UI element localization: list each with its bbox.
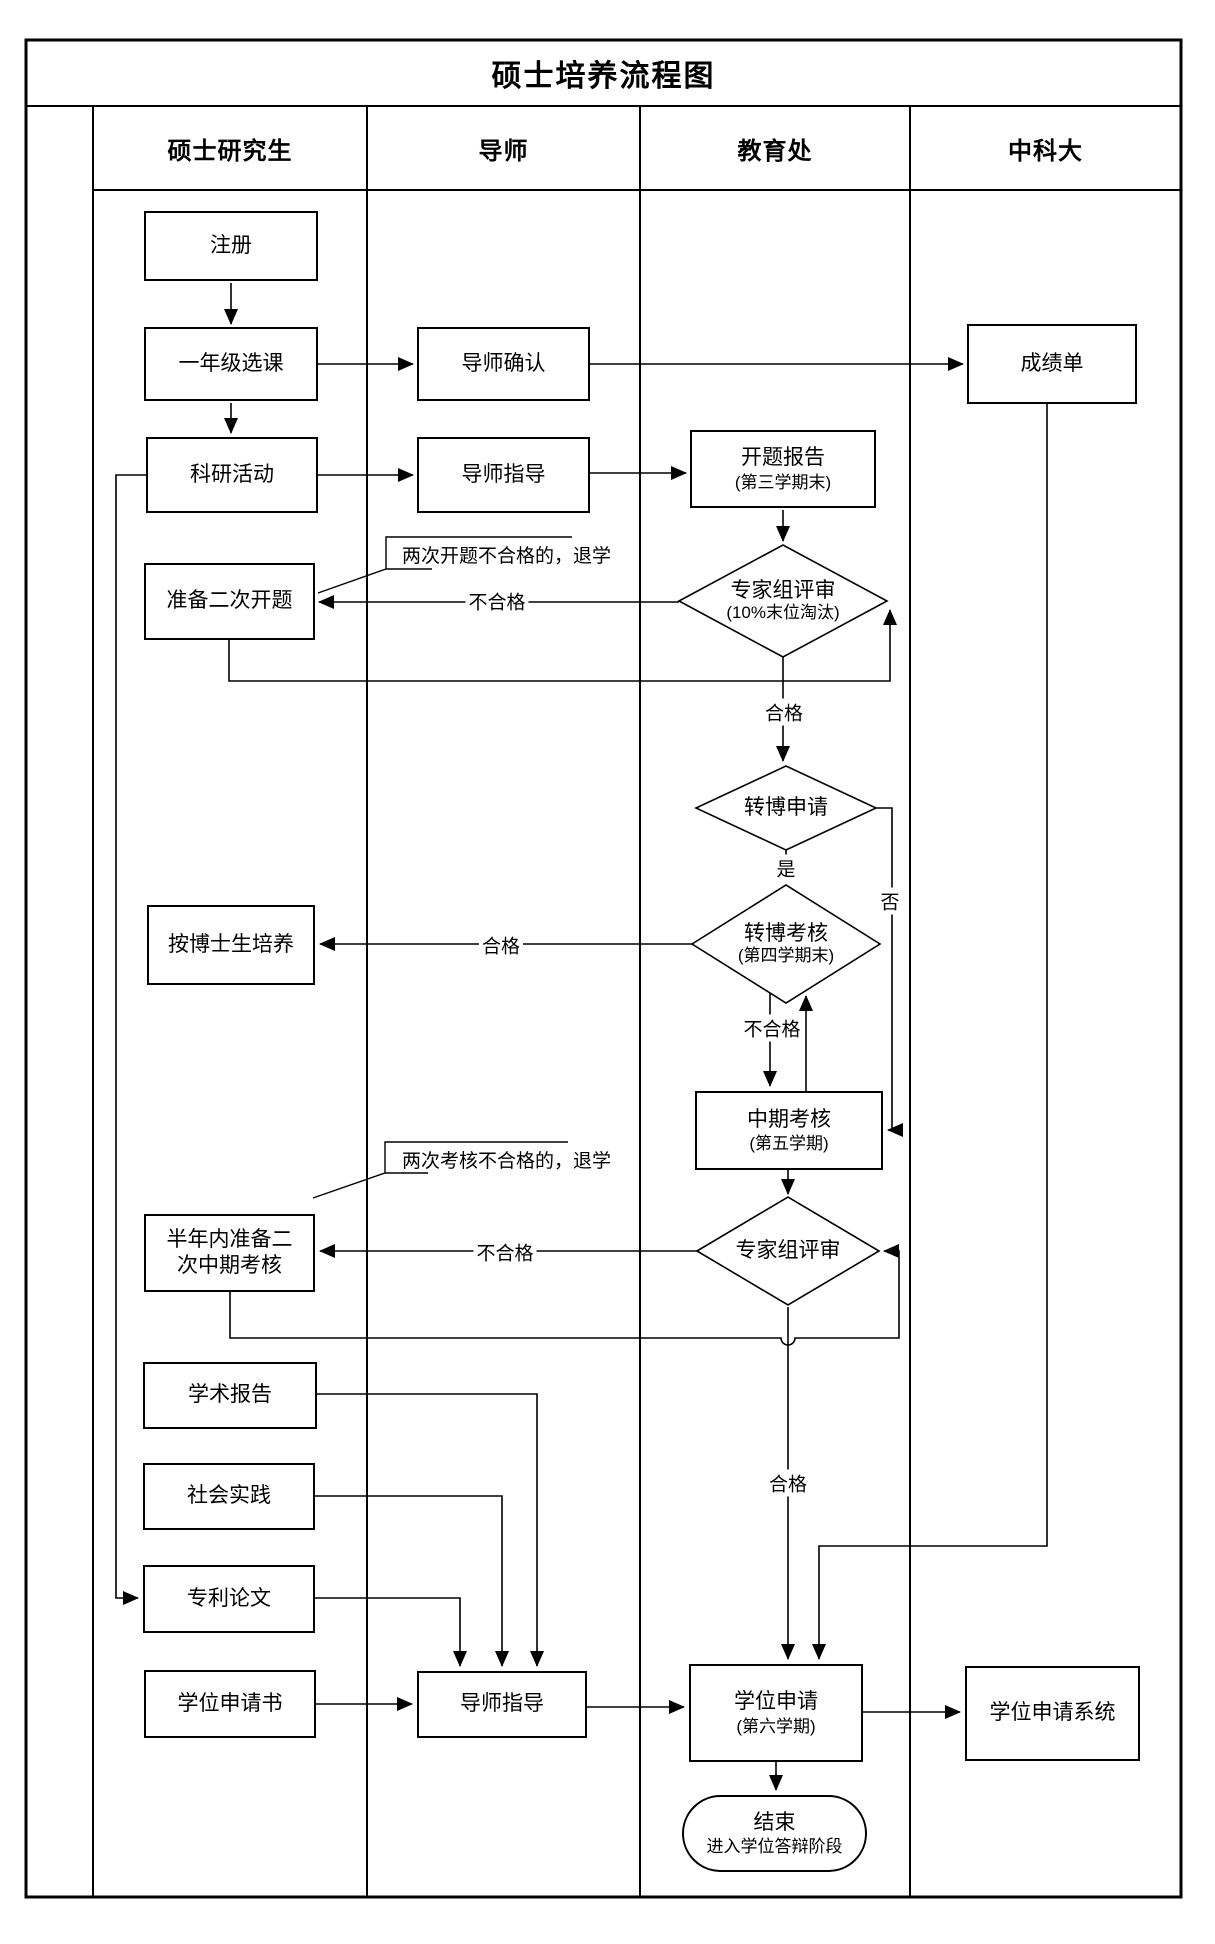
note-opening-fail: 两次开题不合格的，退学 bbox=[402, 546, 612, 567]
node-opening-report: 开题报告 (第三学期末) bbox=[690, 430, 876, 508]
decision-expert-review-1-sublabel: (10%末位淘汰) bbox=[726, 603, 840, 623]
decision-phd-transfer-exam: 转博考核 (第四学期末) bbox=[686, 905, 886, 983]
decision-expert-review-1-label: 专家组评审 bbox=[730, 579, 836, 603]
diamond-expert-review-1 bbox=[677, 544, 889, 658]
node-patent-paper: 专利论文 bbox=[143, 1565, 315, 1633]
node-train-as-phd-label: 按博士生培养 bbox=[168, 932, 294, 956]
flow-connectors bbox=[115, 283, 1048, 1791]
node-transcript-label: 成绩单 bbox=[1020, 351, 1084, 375]
lane-header-education-office: 教育处 bbox=[737, 137, 813, 165]
node-degree-application: 学位申请 (第六学期) bbox=[689, 1664, 863, 1762]
node-research-activity: 科研活动 bbox=[146, 437, 318, 513]
node-social-practice: 社会实践 bbox=[143, 1463, 315, 1530]
node-advisor-guidance-2-label: 导师指导 bbox=[460, 1692, 544, 1716]
node-midterm-exam: 中期考核 (第五学期) bbox=[695, 1091, 883, 1170]
node-advisor-confirm: 导师确认 bbox=[417, 327, 590, 401]
node-research-activity-label: 科研活动 bbox=[190, 462, 274, 486]
diamond-expert-review-2 bbox=[695, 1196, 881, 1306]
node-transcript: 成绩单 bbox=[967, 324, 1137, 404]
diamond-phd-transfer-apply bbox=[694, 765, 878, 851]
node-degree-application-label: 学位申请 bbox=[734, 1690, 818, 1714]
node-end-label: 结束 bbox=[753, 1810, 796, 1834]
decision-expert-review-2: 专家组评审 bbox=[688, 1230, 888, 1272]
node-degree-application-sublabel: (第六学期) bbox=[736, 1716, 816, 1736]
edge-label-pass-3: 合格 bbox=[765, 1469, 811, 1497]
lane-header-ustc: 中科大 bbox=[1008, 137, 1083, 165]
node-academic-report: 学术报告 bbox=[143, 1362, 317, 1429]
node-second-opening-label: 准备二次开题 bbox=[166, 589, 293, 613]
node-end: 结束 进入学位答辩阶段 bbox=[682, 1795, 867, 1872]
node-patent-paper-label: 专利论文 bbox=[187, 1586, 271, 1610]
note-leader-lines bbox=[312, 536, 572, 1199]
node-degree-application-form: 学位申请书 bbox=[144, 1670, 316, 1738]
node-second-midterm-label: 半年内准备二 bbox=[166, 1227, 293, 1251]
node-advisor-confirm-label: 导师确认 bbox=[461, 351, 546, 375]
decision-phd-transfer-apply: 转博申请 bbox=[696, 790, 876, 826]
node-midterm-exam-label: 中期考核 bbox=[747, 1107, 831, 1131]
node-opening-report-label: 开题报告 bbox=[741, 446, 825, 470]
node-end-sublabel: 进入学位答辩阶段 bbox=[706, 1837, 843, 1856]
decision-diamonds bbox=[677, 544, 889, 1306]
node-degree-application-system: 学位申请系统 bbox=[965, 1666, 1140, 1761]
edge-label-pass-2: 合格 bbox=[478, 931, 524, 959]
edge-label-no: 否 bbox=[877, 887, 903, 915]
node-advisor-guidance-1: 导师指导 bbox=[417, 437, 590, 513]
edge-label-yes: 是 bbox=[773, 854, 799, 882]
edge-label-fail-2: 不合格 bbox=[740, 1014, 804, 1042]
node-academic-report-label: 学术报告 bbox=[188, 1383, 272, 1407]
node-second-midterm-label2: 次中期考核 bbox=[177, 1254, 282, 1277]
edge-label-fail-3: 不合格 bbox=[473, 1238, 537, 1266]
node-advisor-guidance-2: 导师指导 bbox=[417, 1671, 587, 1738]
node-midterm-exam-sublabel: (第五学期) bbox=[749, 1134, 829, 1153]
node-degree-application-form-label: 学位申请书 bbox=[177, 1691, 283, 1715]
decision-expert-review-2-label: 专家组评审 bbox=[735, 1239, 841, 1263]
node-register-label: 注册 bbox=[210, 233, 252, 257]
page-title: 硕士培养流程图 bbox=[491, 60, 716, 93]
node-second-midterm: 半年内准备二 次中期考核 bbox=[144, 1214, 315, 1292]
lane-header-master-student: 硕士研究生 bbox=[167, 137, 293, 165]
node-second-opening: 准备二次开题 bbox=[144, 563, 315, 640]
node-opening-report-sublabel: (第三学期末) bbox=[734, 472, 832, 492]
node-first-year-course-label: 一年级选课 bbox=[178, 351, 284, 375]
lane-header-advisor: 导师 bbox=[478, 137, 529, 165]
node-train-as-phd: 按博士生培养 bbox=[147, 905, 315, 985]
edge-label-pass-1: 合格 bbox=[761, 698, 807, 726]
diamond-phd-transfer-exam bbox=[690, 884, 882, 1004]
decision-phd-transfer-exam-label: 转博考核 bbox=[744, 922, 828, 946]
node-advisor-guidance-1-label: 导师指导 bbox=[461, 462, 546, 486]
node-degree-application-system-label: 学位申请系统 bbox=[989, 1701, 1116, 1725]
edge-label-fail-1: 不合格 bbox=[465, 587, 529, 615]
note-midterm-fail: 两次考核不合格的，退学 bbox=[402, 1151, 612, 1172]
node-first-year-course: 一年级选课 bbox=[144, 327, 318, 401]
decision-phd-transfer-apply-label: 转博申请 bbox=[744, 796, 828, 820]
decision-phd-transfer-exam-sublabel: (第四学期末) bbox=[737, 946, 835, 966]
node-social-practice-label: 社会实践 bbox=[187, 1484, 271, 1508]
decision-expert-review-1: 专家组评审 (10%末位淘汰) bbox=[683, 560, 883, 642]
node-register: 注册 bbox=[144, 211, 318, 281]
